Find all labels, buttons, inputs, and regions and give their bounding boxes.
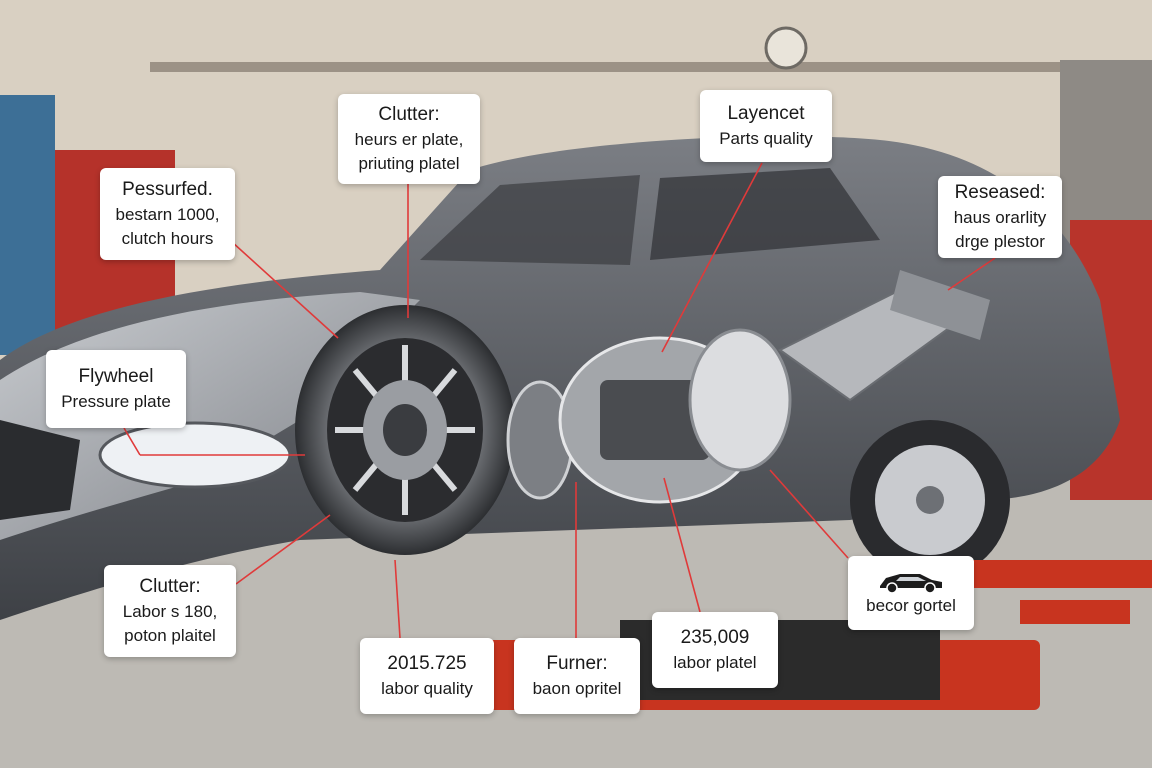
callout-reseased: Reseased: haus orarlity drge plestor xyxy=(938,176,1062,258)
callout-text: priuting platel xyxy=(358,154,460,173)
output-flange xyxy=(688,328,792,472)
callout-2015: 2015.725 labor quality xyxy=(360,638,494,714)
callout-text: baon opritel xyxy=(532,679,622,698)
callout-235009: 235,009 labor platel xyxy=(652,612,778,688)
wall-clock xyxy=(764,26,808,70)
callout-text: heurs er plate, xyxy=(354,130,464,149)
callout-text: labor platel xyxy=(673,653,757,672)
callout-text: bestarn 1000, xyxy=(115,205,220,224)
callout-becor: becor gortel xyxy=(848,556,974,630)
tool-cabinet xyxy=(0,95,55,355)
callout-text: Labor s 180, xyxy=(122,602,218,621)
car-side-window xyxy=(650,168,880,260)
lift-arm xyxy=(960,560,1152,588)
callout-text: clutch hours xyxy=(121,229,214,248)
car-body xyxy=(0,136,1120,620)
callout-text: labor quality xyxy=(381,679,473,698)
car-windshield xyxy=(420,175,640,265)
callout-furner: Furner: baon opritel xyxy=(514,638,640,714)
callout-text: Parts quality xyxy=(719,129,813,148)
car-icon xyxy=(880,574,942,594)
callout-flywheel: Flywheel Pressure plate xyxy=(46,350,186,428)
callout-title: Pessurfed. xyxy=(122,179,213,200)
callout-text: becor gortel xyxy=(866,596,956,615)
wall-shelf xyxy=(150,62,1100,72)
callout-layencet: Layencet Parts quality xyxy=(700,90,832,162)
front-grille xyxy=(0,420,80,520)
callout-title: Clutter: xyxy=(378,104,440,125)
callout-title: Flywheel xyxy=(78,366,154,387)
callout-clutter-top: Clutter: heurs er plate, priuting platel xyxy=(338,94,480,184)
callout-title: Furner: xyxy=(546,653,608,674)
callout-text: haus orarlity xyxy=(953,208,1047,227)
callout-title: Reseased: xyxy=(954,182,1046,203)
callout-title: 2015.725 xyxy=(387,653,467,674)
leader-lines xyxy=(123,162,996,639)
callout-clutter-bottom: Clutter: Labor s 180, poton plaitel xyxy=(104,565,236,657)
callout-text: Pressure plate xyxy=(61,392,171,411)
callout-title: Clutter: xyxy=(139,576,201,597)
callout-title: Layencet xyxy=(727,103,805,124)
callout-text: drge plestor xyxy=(955,232,1045,251)
callout-text: poton plaitel xyxy=(124,626,216,645)
callout-title: 235,009 xyxy=(680,627,750,648)
callout-pessurfed: Pessurfed. bestarn 1000, clutch hours xyxy=(100,168,235,260)
